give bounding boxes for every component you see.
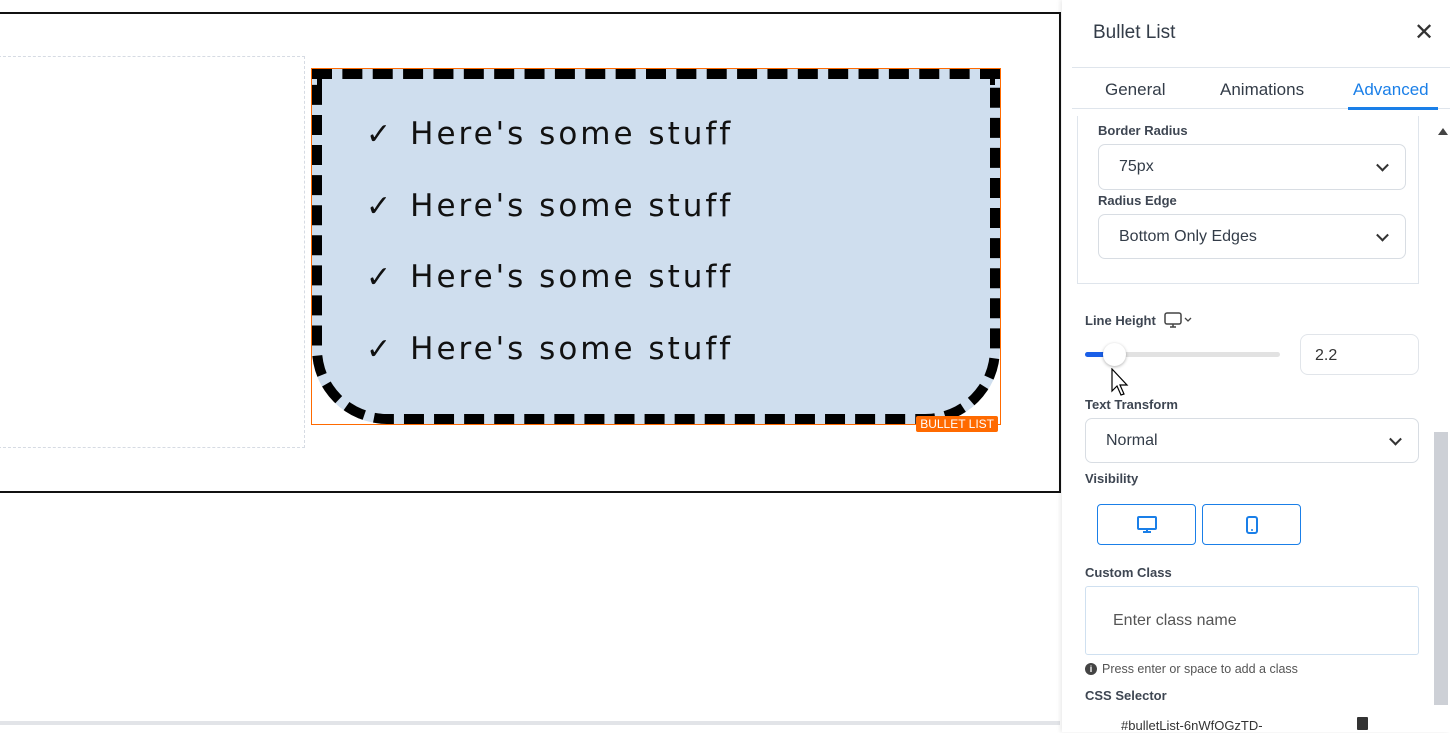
text-transform-value: Normal <box>1106 431 1158 449</box>
section-container[interactable] <box>0 12 1061 493</box>
settings-panel: Bullet List ✕ General Animations Advance… <box>1062 0 1450 733</box>
custom-class-input[interactable]: Enter class name <box>1085 586 1419 655</box>
info-icon: i <box>1085 663 1097 675</box>
desktop-device-icon[interactable] <box>1164 312 1192 328</box>
close-icon[interactable]: ✕ <box>1414 19 1435 46</box>
chevron-down-icon <box>1376 228 1389 242</box>
panel-scrollbar[interactable] <box>1434 432 1448 705</box>
border-radius-label: Border Radius <box>1098 123 1188 138</box>
list-item: ✓ Here's some stuff <box>366 99 990 171</box>
radius-edge-select[interactable]: Bottom Only Edges <box>1098 214 1406 259</box>
tab-animations[interactable]: Animations <box>1220 80 1305 99</box>
bullet-list: ✓ Here's some stuff ✓ Here's some stuff ✓ H… <box>312 69 1000 424</box>
line-height-label-row: Line Height <box>1085 312 1192 328</box>
mouse-cursor-icon <box>1111 368 1129 396</box>
slider-thumb[interactable] <box>1103 343 1127 366</box>
editor-canvas: ✓ Here's some stuff ✓ Here's some stuff ✓ H… <box>0 12 1061 725</box>
border-radius-value: 75px <box>1119 158 1154 175</box>
desktop-icon <box>1136 515 1157 533</box>
radius-edge-label: Radius Edge <box>1098 193 1177 208</box>
line-height-label: Line Height <box>1085 312 1156 328</box>
slider-fill <box>1085 352 1115 357</box>
panel-title: Bullet List <box>1093 22 1176 43</box>
border-radius-select[interactable]: 75px <box>1098 144 1406 190</box>
line-height-input[interactable]: 2.2 <box>1300 334 1419 375</box>
text-transform-select[interactable]: Normal <box>1085 418 1419 463</box>
list-item: ✓ Here's some stuff <box>366 242 990 314</box>
visibility-desktop-button[interactable] <box>1097 504 1196 545</box>
chevron-down-icon <box>1376 158 1389 172</box>
check-icon: ✓ <box>366 188 395 224</box>
check-icon: ✓ <box>366 331 395 367</box>
radius-edge-value: Bottom Only Edges <box>1119 227 1257 245</box>
visibility-label: Visibility <box>1085 471 1139 486</box>
list-item-text: Here's some stuff <box>410 116 734 152</box>
list-item: ✓ Here's some stuff <box>366 171 990 243</box>
line-height-slider[interactable] <box>1085 343 1280 366</box>
list-item-text: Here's some stuff <box>410 330 734 367</box>
chevron-down-icon <box>1389 432 1402 446</box>
hint-text: Press enter or space to add a class <box>1102 662 1298 676</box>
mobile-icon <box>1245 515 1258 534</box>
empty-column[interactable] <box>0 56 305 448</box>
border-group <box>1077 116 1419 284</box>
css-selector-label: CSS Selector <box>1085 688 1167 703</box>
css-selector-value: #bulletList-6nWfOGzTD- <box>1121 718 1263 733</box>
list-item-text: Here's some stuff <box>410 187 734 224</box>
text-transform-label: Text Transform <box>1085 397 1178 412</box>
visibility-mobile-button[interactable] <box>1202 504 1301 545</box>
list-item-text: Here's some stuff <box>410 259 734 295</box>
active-tab-indicator <box>1348 107 1438 110</box>
custom-class-label: Custom Class <box>1085 565 1172 580</box>
list-item: ✓ Here's some stuff <box>366 314 990 386</box>
check-icon: ✓ <box>366 260 395 295</box>
custom-class-hint: i Press enter or space to add a class <box>1085 662 1298 676</box>
tab-bar: General Animations Advanced <box>1072 67 1450 110</box>
scroll-up-arrow-icon[interactable] <box>1438 128 1448 135</box>
canvas-bottom-edge <box>0 721 1060 725</box>
copy-icon[interactable] <box>1357 717 1368 730</box>
check-icon: ✓ <box>366 117 395 152</box>
bullet-list-widget[interactable]: ✓ Here's some stuff ✓ Here's some stuff ✓ H… <box>311 68 1001 432</box>
widget-label[interactable]: BULLET LIST <box>916 416 998 432</box>
tab-general[interactable]: General <box>1105 80 1166 99</box>
tab-advanced[interactable]: Advanced <box>1353 80 1429 99</box>
